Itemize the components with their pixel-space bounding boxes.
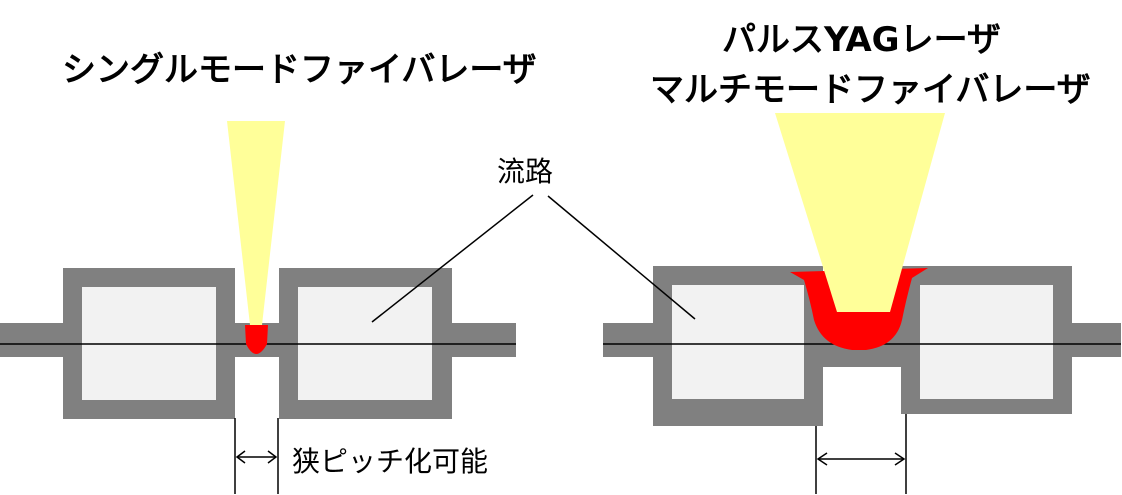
right-assembly (603, 113, 1121, 426)
channel-leader-right (547, 195, 696, 320)
left-pitch-arrowhead-left (235, 450, 246, 464)
left-flange-left (0, 323, 65, 357)
right-laser-beam (775, 113, 945, 312)
channel-label: 流路 (497, 155, 554, 188)
narrow-pitch-label: 狭ピッチ化可能 (292, 445, 489, 478)
right-flange-right (1070, 323, 1121, 357)
left-flange-right (450, 323, 516, 357)
left-assembly (0, 121, 516, 419)
right-pitch-arrowhead-right (894, 452, 906, 466)
left-weld-melt (245, 325, 268, 354)
right-block-2-channel (920, 285, 1053, 399)
left-laser-beam (227, 121, 285, 325)
channel-leader-left (371, 194, 534, 323)
left-pitch-arrowhead-right (267, 450, 278, 464)
left-title: シングルモードファイバレーザ (62, 50, 537, 90)
right-pitch-arrowhead-left (816, 452, 828, 466)
right-title-line1: パルスYAGレーザ (722, 20, 1001, 60)
right-flange-left (603, 323, 655, 357)
right-block-1-channel (672, 285, 804, 399)
right-title-line2: マルチモードファイバレーザ (650, 70, 1091, 110)
